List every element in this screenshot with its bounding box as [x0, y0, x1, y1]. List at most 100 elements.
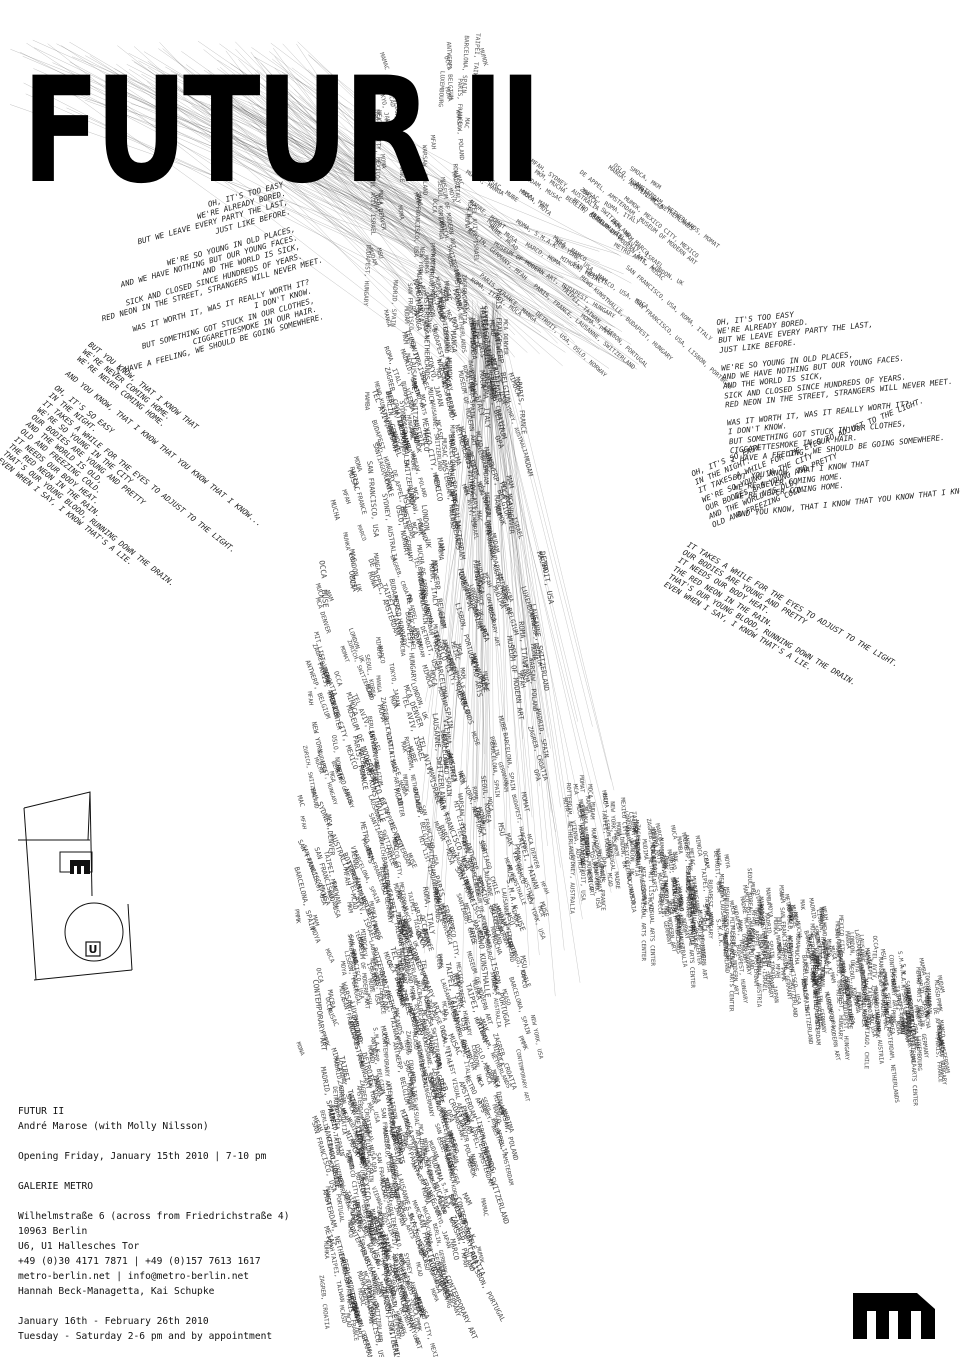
svg-text:MUSE: MUSE	[412, 1151, 422, 1166]
svg-text:MARCO: MARCO	[355, 524, 367, 542]
map-drawing: U	[18, 791, 133, 981]
svg-text:MKM: MKM	[385, 424, 392, 436]
svg-text:MAK: MAK	[686, 860, 692, 871]
svg-text:MFAH: MFAH	[394, 982, 402, 997]
svg-text:MCA: MCA	[536, 906, 545, 918]
info-title: FUTUR II	[18, 1104, 289, 1119]
svg-text:MCA: MCA	[419, 1009, 429, 1024]
svg-text:MAC: MAC	[454, 174, 464, 187]
svg-text:MADRE: MADRE	[468, 1153, 479, 1173]
svg-text:MCAD: MCAD	[349, 893, 359, 910]
svg-text:MFAH: MFAH	[539, 881, 550, 896]
svg-text:ROMA, ITALY: ROMA, ITALY	[451, 163, 461, 204]
svg-text:MOMAT: MOMAT	[435, 609, 447, 629]
svg-text:TAIPEI, TAIWAN: TAIPEI, TAIWAN	[471, 33, 481, 84]
svg-text:OCCA: OCCA	[324, 997, 333, 1013]
svg-text:MACBA: MACBA	[398, 638, 407, 657]
svg-text:OCCA: OCCA	[656, 900, 662, 915]
svg-text:MUCA: MUCA	[426, 387, 436, 404]
svg-text:MSU: MSU	[375, 247, 384, 260]
svg-text:MUSAC: MUSAC	[346, 468, 362, 492]
svg-text:AMSTERDAM, NETHERLANDS: AMSTERDAM, NETHERLANDS	[885, 1026, 899, 1103]
svg-text:MAMAC: MAMAC	[462, 589, 475, 612]
svg-text:MONA: MONA	[443, 86, 453, 102]
svg-text:MONA: MONA	[352, 456, 364, 473]
svg-text:ROMA, ITALY: ROMA, ITALY	[459, 1040, 471, 1079]
svg-text:MAK: MAK	[798, 899, 805, 910]
svg-text:PARIS, FRANCE: PARIS, FRANCE	[684, 872, 691, 918]
svg-text:MANGA: MANGA	[412, 310, 423, 331]
svg-text:MUCA: MUCA	[369, 1302, 377, 1317]
svg-text:MUSAC: MUSAC	[440, 438, 449, 458]
svg-text:OCCA: OCCA	[317, 560, 329, 580]
svg-text:MAC: MAC	[392, 1008, 400, 1020]
svg-text:SAN FRANCISCO, USA: SAN FRANCISCO, USA	[406, 283, 415, 349]
svg-text:OPA: OPA	[423, 1233, 433, 1246]
svg-text:MAK: MAK	[413, 299, 425, 315]
svg-text:MOCA: MOCA	[485, 797, 494, 813]
svg-text:MUMOK: MUMOK	[401, 774, 410, 793]
svg-text:MAMAC: MAMAC	[479, 1198, 489, 1218]
svg-text:MCASD: MCASD	[338, 1305, 348, 1324]
svg-text:MKM: MKM	[345, 902, 354, 914]
svg-text:BARCELONA, SPAIN: BARCELONA, SPAIN	[460, 35, 470, 93]
svg-text:MUHKA: MUHKA	[341, 532, 351, 551]
svg-text:MAM: MAM	[324, 590, 335, 603]
svg-text:OCCA: OCCA	[436, 1200, 447, 1215]
svg-text:MAC: MAC	[408, 427, 418, 440]
svg-text:MGA: MGA	[373, 109, 381, 121]
svg-text:MOMA: MOMA	[799, 979, 807, 994]
svg-text:MAMBA: MAMBA	[468, 337, 479, 360]
svg-text:MOCA: MOCA	[377, 190, 384, 205]
svg-text:OCCA: OCCA	[435, 955, 443, 970]
svg-text:NEW YORK, USA: NEW YORK, USA	[415, 246, 426, 294]
svg-text:MARCO: MARCO	[421, 429, 431, 451]
svg-text:WARSAW, POLAND: WARSAW, POLAND	[454, 109, 465, 160]
svg-text:DETROIT, USA: DETROIT, USA	[538, 550, 556, 605]
svg-text:MOYA: MOYA	[412, 192, 423, 208]
svg-text:MAC: MAC	[404, 353, 411, 365]
svg-text:MFAH: MFAH	[429, 135, 437, 150]
svg-text:MUCA: MUCA	[669, 825, 678, 840]
svg-text:MOMA: MOMA	[376, 704, 389, 724]
svg-text:AMSTERDAM, NETHERLANDS: AMSTERDAM, NETHERLANDS	[422, 291, 431, 380]
svg-text:MUSE: MUSE	[355, 1054, 364, 1068]
svg-text:MUHKA: MUHKA	[332, 1104, 344, 1124]
svg-text:MCA: MCA	[409, 521, 421, 536]
svg-text:MUDAM: MUDAM	[489, 532, 501, 553]
svg-text:MSU: MSU	[443, 356, 450, 367]
svg-text:MAMBA: MAMBA	[764, 887, 771, 905]
svg-text:MCASD: MCASD	[500, 989, 511, 1008]
svg-text:VIENNA, AUSTRIA: VIENNA, AUSTRIA	[755, 955, 762, 1008]
svg-text:MCA DENVER: MCA DENVER	[502, 319, 508, 355]
svg-text:MAMBA: MAMBA	[492, 495, 503, 518]
svg-text:MARCO: MARCO	[376, 645, 386, 664]
svg-text:MUMOK: MUMOK	[412, 433, 424, 454]
svg-text:MONA: MONA	[294, 1041, 305, 1057]
info-address-city: 10963 Berlin	[18, 1224, 289, 1239]
svg-text:MUCA: MUCA	[345, 1293, 358, 1313]
svg-text:MAC: MAC	[463, 117, 471, 129]
svg-text:MACBA: MACBA	[326, 989, 337, 1010]
svg-text:MAMAC: MAMAC	[481, 153, 492, 173]
svg-text:SAN FRANCISCO, USA: SAN FRANCISCO, USA	[412, 192, 422, 258]
svg-text:MUMOK: MUMOK	[435, 297, 446, 320]
info-dates: January 16th - February 26th 2010	[18, 1314, 289, 1329]
svg-text:MKM: MKM	[458, 667, 466, 679]
svg-text:MKM: MKM	[317, 884, 328, 898]
svg-text:OCCA: OCCA	[385, 959, 396, 974]
svg-text:MCASD: MCASD	[400, 414, 409, 434]
svg-text:WARSAW, POLAND: WARSAW, POLAND	[421, 145, 429, 196]
svg-text:MGA: MGA	[454, 643, 464, 656]
svg-text:MCA: MCA	[571, 784, 578, 796]
svg-text:MAK: MAK	[372, 1079, 380, 1091]
svg-text:OPA: OPA	[532, 768, 543, 781]
svg-text:OCCA: OCCA	[314, 967, 324, 983]
svg-text:MGA: MGA	[444, 309, 455, 322]
svg-text:MOCA: MOCA	[323, 948, 335, 965]
svg-text:MCA: MCA	[456, 773, 466, 786]
svg-text:MKM: MKM	[460, 483, 470, 496]
svg-text:MUHKA: MUHKA	[422, 255, 430, 274]
svg-text:MSU: MSU	[518, 955, 529, 969]
svg-text:LAUSANNE, SWITZERLAND: LAUSANNE, SWITZERLAND	[409, 357, 420, 443]
